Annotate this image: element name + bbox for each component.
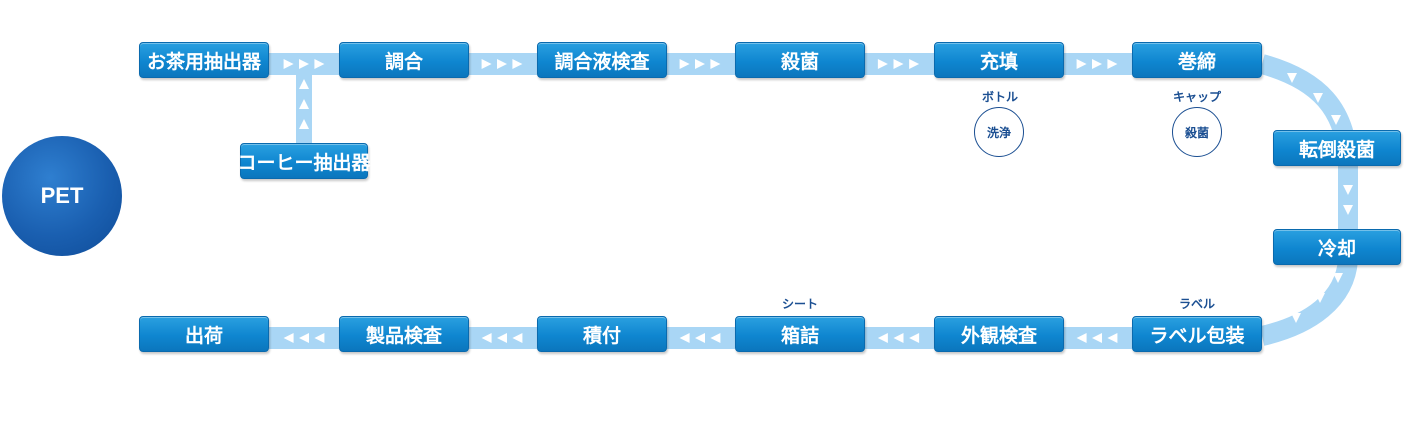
step-sterilization: 殺菌 <box>735 42 865 78</box>
step-product-inspection: 製品検査 <box>339 316 469 352</box>
arrow-left <box>1107 333 1118 343</box>
arrow-left <box>497 333 507 343</box>
step-label: 積付 <box>582 324 621 347</box>
step-label: 製品検査 <box>365 324 442 347</box>
arrow-right <box>1107 59 1118 69</box>
arrow-up <box>299 119 309 129</box>
note-cap: キャップ <box>1172 90 1221 104</box>
step-label: 出荷 <box>184 324 223 347</box>
step-capping: 巻締 <box>1132 42 1262 78</box>
arrow-right <box>1092 59 1102 69</box>
step-label: 調合液検査 <box>554 50 650 73</box>
arrow-left <box>909 333 920 343</box>
arrow-left <box>877 333 888 343</box>
step-tea-extractor: お茶用抽出器 <box>139 42 269 78</box>
arrow-right <box>481 59 492 69</box>
arrow-right <box>679 59 690 69</box>
arrow-down <box>1291 313 1301 323</box>
arrow-down <box>1331 115 1341 125</box>
arrow-right <box>497 59 507 69</box>
cap-sterilize-label: 殺菌 <box>1184 125 1209 140</box>
arrow-left <box>1092 333 1102 343</box>
arrow-left <box>283 333 294 343</box>
arrow-right <box>710 59 721 69</box>
step-cooling: 冷却 <box>1273 229 1401 265</box>
arrow-left <box>512 333 523 343</box>
step-inversion-sterilization: 転倒殺菌 <box>1273 130 1401 166</box>
step-label: 外観検査 <box>960 324 1037 347</box>
arrow-left <box>893 333 904 343</box>
note-label: ラベル <box>1178 297 1215 311</box>
arrow-down <box>1343 205 1353 215</box>
arrow-right <box>893 59 904 69</box>
step-blending: 調合 <box>339 42 469 78</box>
step-label: お茶用抽出器 <box>146 50 261 73</box>
note-bottle: ボトル <box>981 90 1018 104</box>
step-label: 調合 <box>384 50 423 73</box>
arrow-right <box>695 59 705 69</box>
arrow-right <box>1076 59 1087 69</box>
step-label: コーヒー抽出器 <box>237 151 371 174</box>
step-label: 巻締 <box>1177 50 1216 73</box>
arrow-down <box>1315 293 1325 303</box>
arrow-left <box>695 333 705 343</box>
step-label: 充填 <box>979 50 1018 73</box>
note-sheet: シート <box>781 297 818 311</box>
arrow-right <box>512 59 523 69</box>
step-label: 転倒殺菌 <box>1298 138 1375 161</box>
arrow-down <box>1343 185 1353 195</box>
arrow-down <box>1287 73 1297 83</box>
step-label: 箱詰 <box>780 324 819 347</box>
pet-badge: PET <box>2 136 122 256</box>
step-shipping: 出荷 <box>139 316 269 352</box>
arrow-right <box>299 59 309 69</box>
arrow-left <box>481 333 492 343</box>
step-label: ラベル包装 <box>1149 324 1245 347</box>
arrow-down <box>1333 273 1343 283</box>
step-blend-inspection: 調合液検査 <box>537 42 667 78</box>
step-boxing: 箱詰 <box>735 316 865 352</box>
step-coffee-extractor: コーヒー抽出器 <box>237 143 371 179</box>
arrow-down <box>1313 93 1323 103</box>
track-curve <box>1259 54 1358 346</box>
arrow-left <box>1076 333 1087 343</box>
bottle-wash-label: 洗浄 <box>986 125 1011 140</box>
arrow-right <box>314 59 325 69</box>
arrow-left <box>299 333 309 343</box>
arrow-up <box>299 79 309 89</box>
step-visual-inspection: 外観検査 <box>934 316 1064 352</box>
step-label-wrapping: ラベル包装 <box>1132 316 1262 352</box>
bottle-wash-icon: 洗浄 <box>974 107 1024 157</box>
step-stacking: 積付 <box>537 316 667 352</box>
step-label: 冷却 <box>1317 237 1356 260</box>
arrow-up <box>299 99 309 109</box>
arrow-left <box>710 333 721 343</box>
cap-sterilize-icon: 殺菌 <box>1172 107 1222 157</box>
arrow-right <box>283 59 294 69</box>
arrow-right <box>877 59 888 69</box>
step-label: 殺菌 <box>780 50 819 73</box>
arrow-left <box>314 333 325 343</box>
step-filling: 充填 <box>934 42 1064 78</box>
pet-label: PET <box>40 183 84 208</box>
arrow-left <box>679 333 690 343</box>
arrow-right <box>909 59 920 69</box>
